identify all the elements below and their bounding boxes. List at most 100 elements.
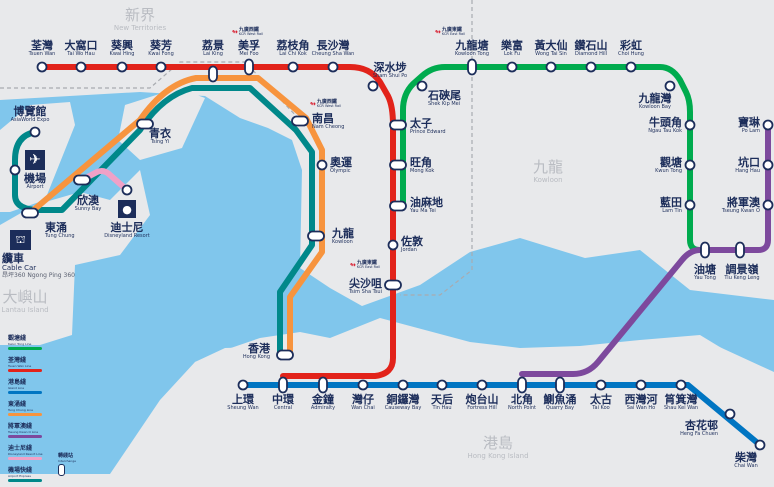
- station-marker-kowloon-bay[interactable]: [664, 80, 676, 92]
- station-marker-po-lam[interactable]: [762, 119, 774, 131]
- station-marker-tiu-keng-leng[interactable]: [735, 241, 745, 259]
- station-marker-wong-tai-sin[interactable]: [545, 61, 557, 73]
- station-marker-hang-hau[interactable]: [762, 159, 774, 171]
- station-marker-kwai-hing[interactable]: [116, 61, 128, 73]
- station-marker-tung-chung[interactable]: [21, 207, 39, 219]
- station-marker-tseung-kwan-o[interactable]: [762, 199, 774, 211]
- station-marker-shau-kei-wan[interactable]: [675, 379, 687, 391]
- station-marker-tin-hau[interactable]: [436, 379, 448, 391]
- station-marker-choi-hung[interactable]: [625, 61, 637, 73]
- station-marker-shek-kip-mei[interactable]: [416, 80, 428, 92]
- station-marker-airport[interactable]: [9, 164, 21, 176]
- station-marker-sham-shui-po[interactable]: [367, 80, 379, 92]
- station-marker-nam-cheong[interactable]: [291, 115, 309, 127]
- station-marker-disneyland-resort[interactable]: [121, 184, 133, 196]
- station-marker-yau-tong[interactable]: [700, 241, 710, 259]
- station-marker-fortress-hill[interactable]: [476, 379, 488, 391]
- station-marker-yau-ma-tei[interactable]: [389, 200, 407, 212]
- station-marker-kwai-fong[interactable]: [155, 61, 167, 73]
- station-marker-kowloon[interactable]: [307, 230, 325, 242]
- station-marker-sheung-wan[interactable]: [237, 379, 249, 391]
- station-marker-asiaworld-expo[interactable]: [29, 126, 41, 138]
- station-marker-north-point[interactable]: [517, 376, 527, 394]
- station-marker-tai-wo-hau[interactable]: [75, 61, 87, 73]
- station-marker-heng-fa-chuen[interactable]: [724, 408, 736, 420]
- station-marker-jordan[interactable]: [387, 239, 399, 251]
- station-marker-prince-edward[interactable]: [389, 119, 407, 131]
- station-marker-mei-foo[interactable]: [244, 58, 254, 76]
- station-marker-lai-king[interactable]: [208, 65, 218, 83]
- station-marker-hong-kong[interactable]: [276, 349, 294, 361]
- station-marker-cheung-sha-wan[interactable]: [327, 61, 339, 73]
- station-marker-lai-chi-kok[interactable]: [287, 61, 299, 73]
- station-marker-tsing-yi[interactable]: [136, 118, 154, 130]
- station-marker-kowloon-tong[interactable]: [467, 58, 477, 76]
- station-marker-sunny-bay[interactable]: [73, 174, 91, 186]
- station-marker-wan-chai[interactable]: [357, 379, 369, 391]
- station-marker-tai-koo[interactable]: [595, 379, 607, 391]
- station-marker-mong-kok[interactable]: [389, 159, 407, 171]
- station-marker-tsuen-wan[interactable]: [36, 61, 48, 73]
- station-marker-kwun-tong[interactable]: [684, 159, 696, 171]
- station-marker-central[interactable]: [278, 376, 288, 394]
- station-marker-lok-fu[interactable]: [506, 61, 518, 73]
- station-marker-ngau-tau-kok[interactable]: [684, 119, 696, 131]
- station-marker-chai-wan[interactable]: [754, 439, 766, 451]
- station-marker-quarry-bay[interactable]: [555, 376, 565, 394]
- station-marker-sai-wan-ho[interactable]: [635, 379, 647, 391]
- station-marker-olympic[interactable]: [316, 159, 328, 171]
- station-marker-diamond-hill[interactable]: [585, 61, 597, 73]
- station-marker-lam-tin[interactable]: [684, 199, 696, 211]
- station-marker-tsim-sha-tsui[interactable]: [384, 279, 402, 291]
- station-marker-causeway-bay[interactable]: [397, 379, 409, 391]
- station-marker-admiralty[interactable]: [318, 376, 328, 394]
